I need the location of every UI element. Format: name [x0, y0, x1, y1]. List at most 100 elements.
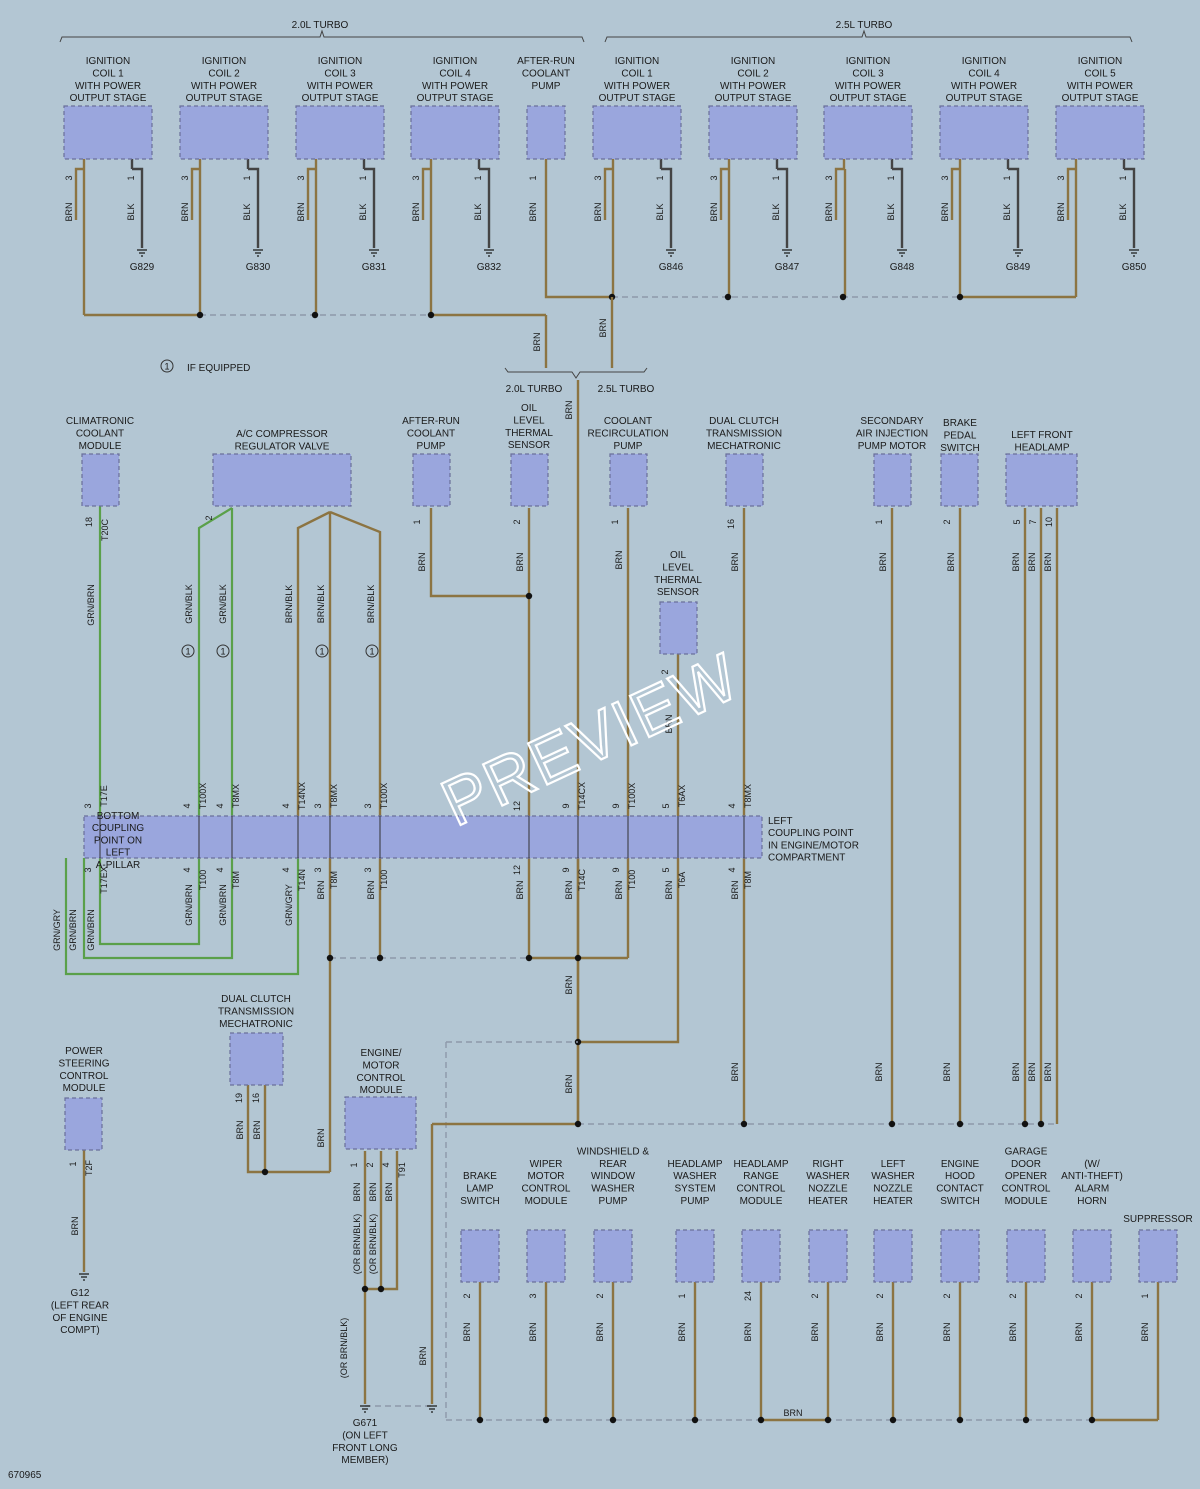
top-component-box — [592, 105, 682, 160]
splice-dot — [824, 1416, 832, 1424]
splice-dot — [525, 592, 533, 600]
pin-number: 1 — [349, 1162, 359, 1167]
coupling-pin-bottom: 9 — [561, 867, 571, 872]
wire-label: BRN — [352, 1182, 362, 1201]
top-component-box — [179, 105, 269, 160]
mid-component-label: PUMP — [417, 441, 446, 452]
top-component-label: WITH POWER — [307, 81, 373, 92]
top-component-label: COOLANT — [522, 68, 570, 79]
bottom-coupling-label: COUPLING — [92, 823, 144, 834]
top-component-label: IGNITION — [202, 56, 246, 67]
pin-number: 1 — [610, 519, 620, 524]
top-component-box — [939, 105, 1029, 160]
bottom-component-label: LAMP — [466, 1184, 494, 1195]
ground-label-g12: G12 — [71, 1288, 90, 1299]
bottom-component-label: WIPER — [530, 1159, 563, 1170]
bottom-coupling-label: A-PILLAR — [96, 860, 140, 871]
top-component-label: COIL 3 — [324, 68, 356, 79]
pin-number: 1 — [358, 175, 368, 180]
left-coupling-label: LEFT — [768, 816, 792, 827]
ecm-ground-wire — [365, 1151, 399, 1291]
top-component-label: WITH POWER — [422, 81, 488, 92]
bottom-component-label: OPENER — [1005, 1171, 1047, 1182]
mid-component-label: PUMP MOTOR — [858, 441, 927, 452]
top-component-box — [63, 105, 153, 160]
blk-wire — [661, 167, 673, 248]
if-equipped-marker-text: 1 — [319, 647, 324, 657]
bottom-component-label: HEADLAMP — [733, 1159, 788, 1170]
pin-number: 2 — [462, 1293, 472, 1298]
bottom-component-label: WASHER — [591, 1184, 635, 1195]
blk-wire — [777, 167, 789, 248]
coupling-pin-top: 3 — [83, 803, 93, 808]
bottom-component-box — [1138, 1229, 1178, 1283]
pin-number: 1 — [771, 175, 781, 180]
bottom-component-label: ANTI-THEFT) — [1061, 1171, 1123, 1182]
top-component-label: COIL 4 — [968, 68, 1000, 79]
left-coupling-label: COMPARTMENT — [768, 853, 845, 864]
pin-number: 1 — [126, 175, 136, 180]
mid-component-label: A/C COMPRESSOR — [236, 429, 328, 440]
splice-dot — [839, 293, 847, 301]
pin-number: 2 — [204, 515, 214, 520]
wire-label: BRN — [417, 552, 427, 571]
wire-label: GRN/BRN — [218, 884, 228, 926]
mid-component-label: REGULATOR VALVE — [235, 441, 330, 452]
ground-label: G846 — [659, 262, 684, 273]
top-component-label: IGNITION — [86, 56, 130, 67]
wire-label: BLK — [358, 203, 368, 220]
splice-dot — [724, 293, 732, 301]
splice-dot — [427, 311, 435, 319]
pin-number: 3 — [824, 175, 834, 180]
coupling-connector-top: T100X — [379, 783, 389, 810]
wire-label: BRN — [878, 552, 888, 571]
wire-label: BRN — [564, 1074, 574, 1093]
pin-number: 16 — [726, 519, 736, 529]
top-component-label: COIL 3 — [852, 68, 884, 79]
coupling-pin-bottom: 12 — [512, 865, 522, 875]
wire-label: GRN/GRY — [52, 909, 62, 951]
mid-component-label: OIL — [521, 403, 538, 414]
splice-dot — [888, 1120, 896, 1128]
splice-dot — [691, 1416, 699, 1424]
top-component-label: OUTPUT STAGE — [715, 93, 792, 104]
if-equipped-marker — [365, 644, 379, 658]
mid-component-label: COOLANT — [76, 428, 124, 439]
top-component-box — [823, 105, 913, 160]
ac-valve-brn-wire — [329, 510, 382, 820]
splice-dot — [311, 311, 319, 319]
bottom-component-label: NOZZLE — [808, 1184, 848, 1195]
coupling-connector-bottom: T8M — [329, 871, 339, 889]
bottom-component-label: REAR — [599, 1159, 627, 1170]
splice-dot — [361, 1285, 369, 1293]
pin-number: 1 — [412, 519, 422, 524]
wire-label: BLK — [655, 203, 665, 220]
pin-number: 2 — [875, 1293, 885, 1298]
wire-label: BRN — [1011, 552, 1021, 571]
top-component-label: IGNITION — [731, 56, 775, 67]
mid-component-box — [940, 453, 979, 507]
coupling-connector-bottom: T8M — [231, 871, 241, 889]
top-component-label: COIL 4 — [439, 68, 471, 79]
coupling-connector-bottom: T8M — [743, 871, 753, 889]
mid-component-label: COOLANT — [407, 428, 455, 439]
wire-label: BRN — [946, 552, 956, 571]
coupling-pin-top: 4 — [727, 803, 737, 808]
pin-number: 1 — [886, 175, 896, 180]
pin-number: 1 — [677, 1293, 687, 1298]
coupling-pin-top: 4 — [182, 803, 192, 808]
top-component-label: IGNITION — [1078, 56, 1122, 67]
mid-component-label: LEVEL — [662, 562, 694, 573]
top-component-label: WITH POWER — [1067, 81, 1133, 92]
top-component-label: COIL 2 — [208, 68, 240, 79]
pin-number: 3 — [296, 175, 306, 180]
pin-number: 2 — [512, 519, 522, 524]
wire-label: BRN — [730, 880, 740, 899]
ground-label-g671: (ON LEFT — [342, 1430, 388, 1441]
coupling-connector-bottom: T100 — [198, 870, 208, 891]
mid-component-label: AFTER-RUN — [402, 416, 460, 427]
splice-dot — [1088, 1416, 1096, 1424]
wire-label: BRN — [614, 550, 624, 569]
wire-label: BRN/BLK — [284, 585, 294, 624]
wire-label: BRN — [824, 202, 834, 221]
